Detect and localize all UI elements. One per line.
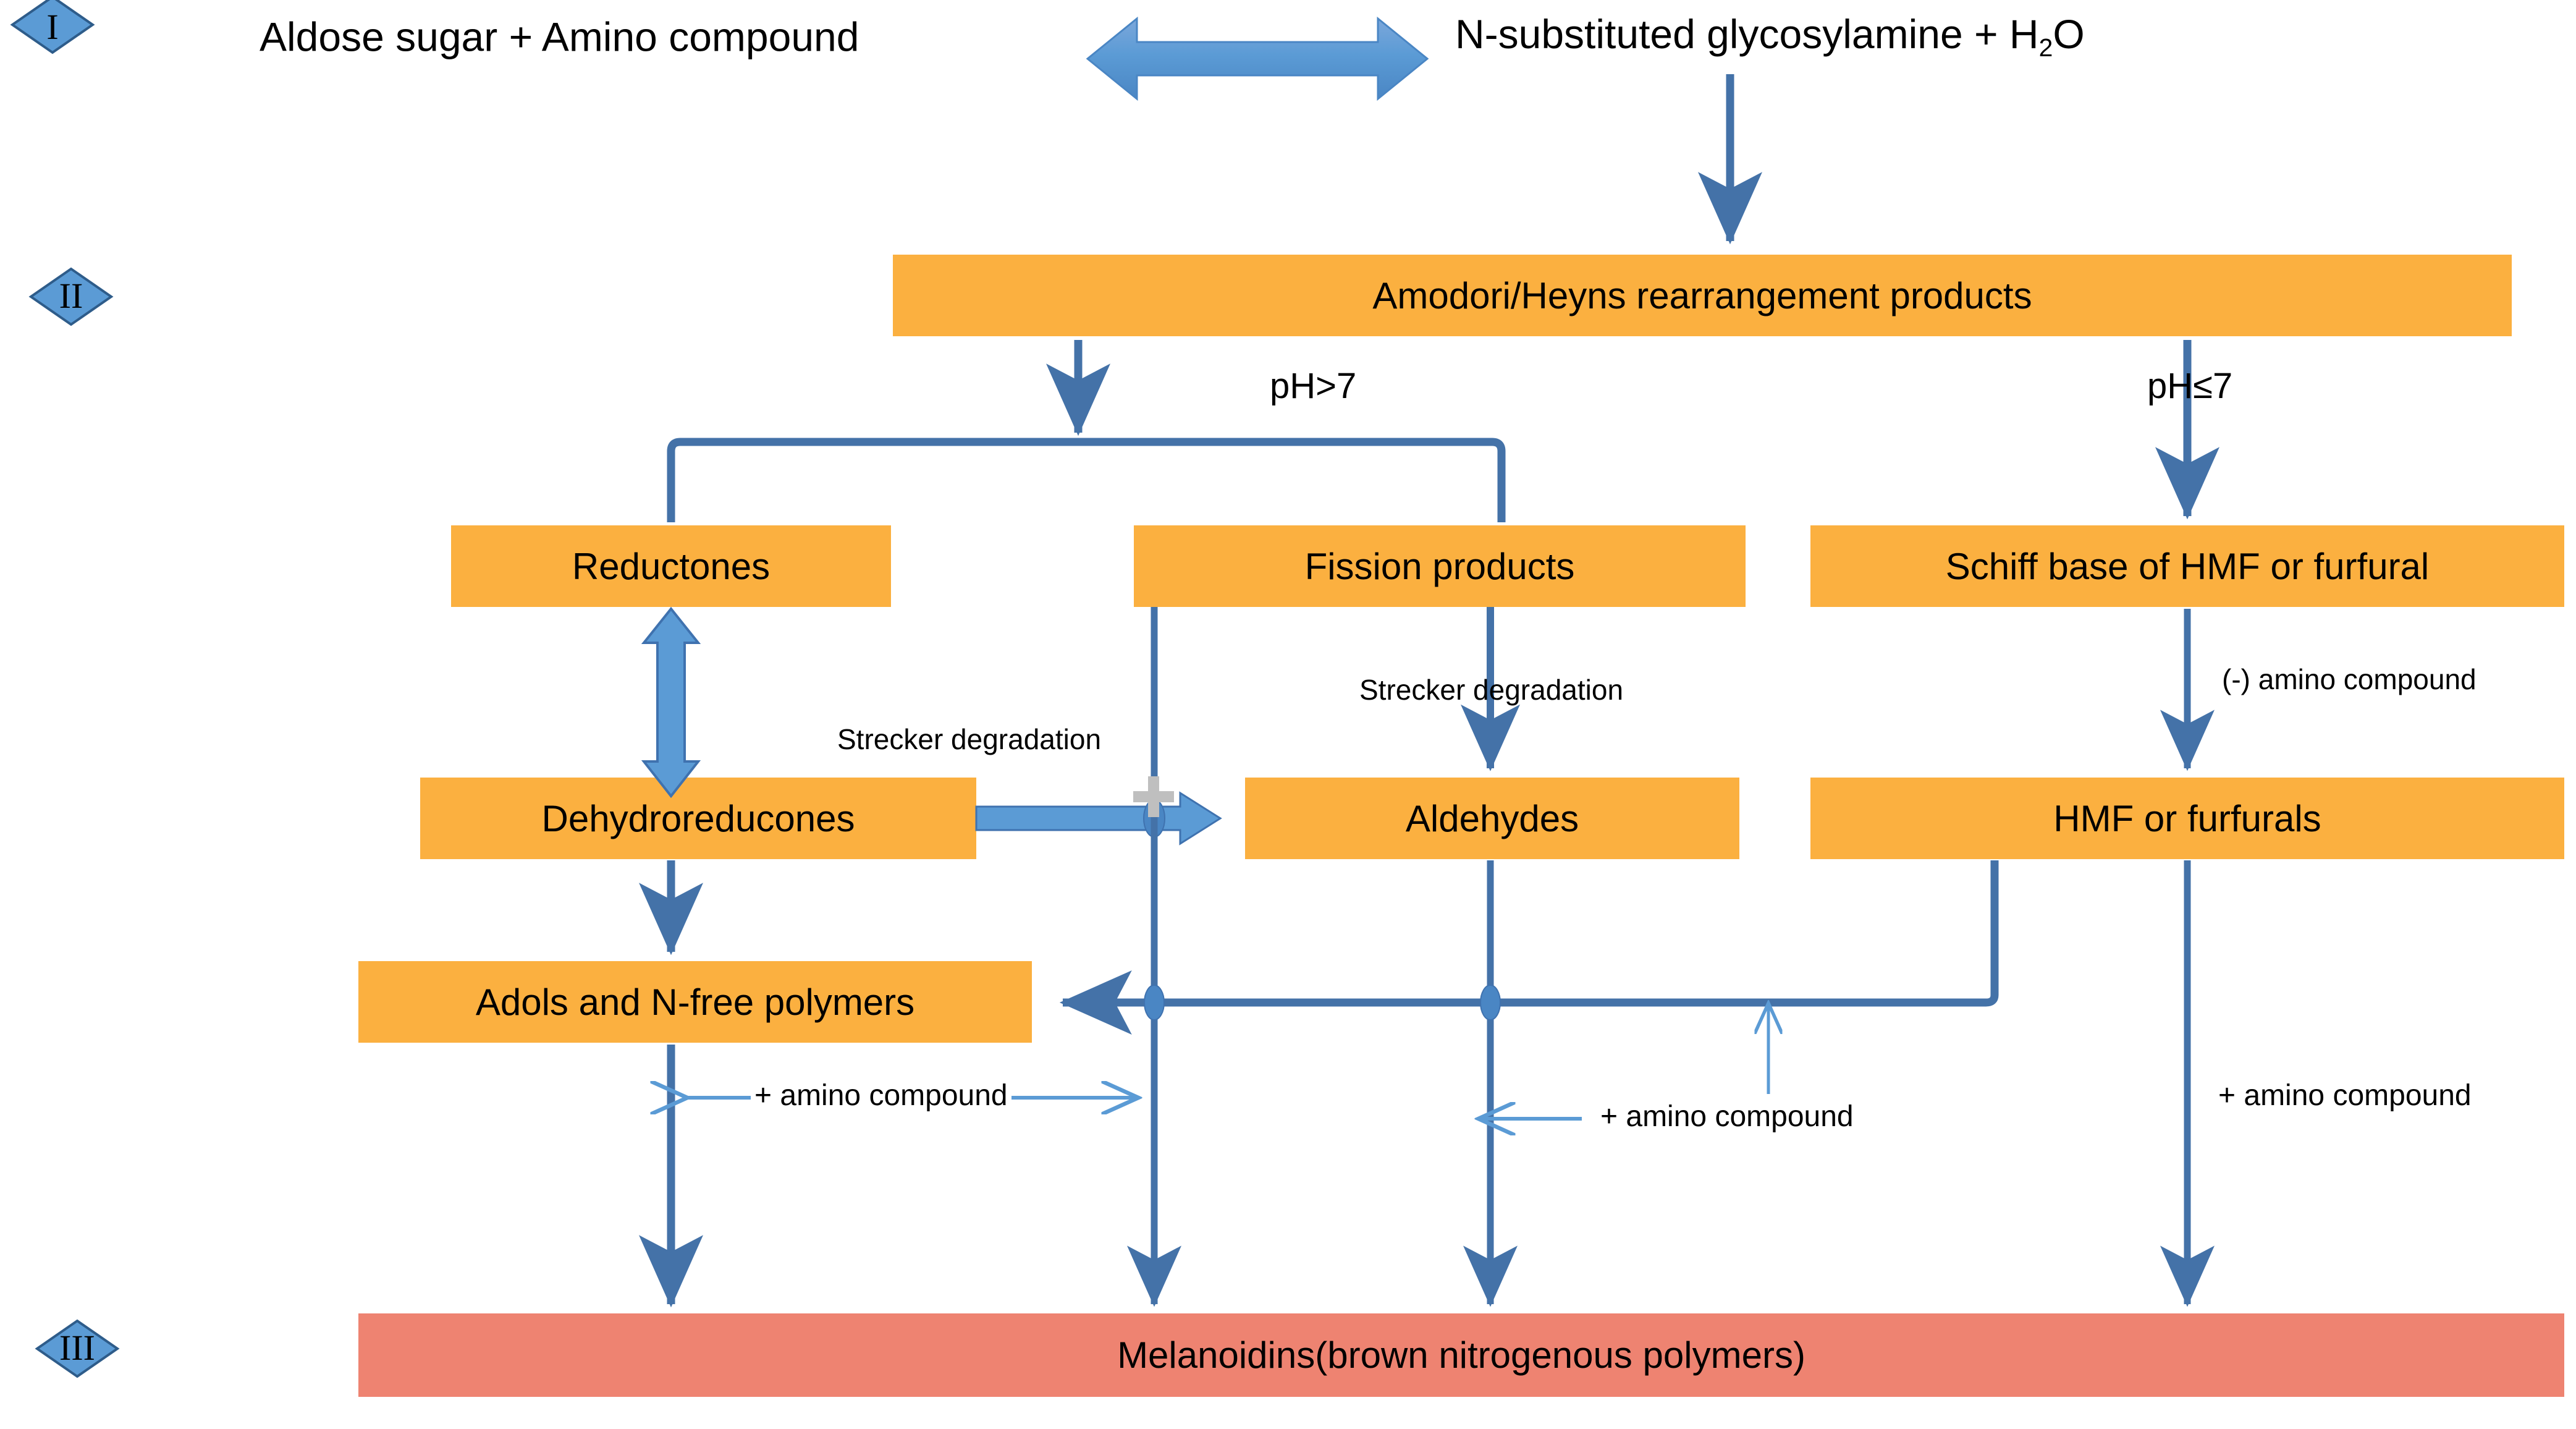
equation-right-tail: O [2053,11,2085,57]
box-label-melanoidins: Melanoidins(brown nitrogenous polymers) [1117,1334,1805,1376]
stage-label-II: II [59,275,83,316]
box-label-hmf: HMF or furfurals [2053,797,2321,839]
return-bus-to-adols [1059,860,1999,1035]
edge-label-ph-high: pH>7 [1270,366,1357,406]
block-arrow-dehydro-to-aldehydes [975,791,1222,846]
junction-dot-right [1480,985,1501,1020]
box-adols [358,961,1032,1043]
edge-label-strecker-mid: Strecker degradation [1359,674,1624,706]
double-headed-block-arrow [1086,16,1429,101]
box-label-dehydro: Dehydroreducones [541,797,855,839]
edge-label-plus-amino-2: + amino compound [1600,1100,1854,1133]
stage-diamond-III [35,1319,120,1378]
box-label-reductones: Reductones [572,545,771,587]
box-label-adols: Adols and N-free polymers [475,981,915,1023]
box-label-aldehydes: Aldehydes [1405,797,1579,839]
box-label-schiff: Schiff base of HMF or furfural [1945,545,2430,587]
edge-label-minus-amino: (-) amino compound [2222,663,2477,695]
stage-diamond-II [28,267,114,326]
box-amadori [893,255,2512,336]
box-label-amadori: Amodori/Heyns rearrangement products [1372,274,2032,316]
box-aldehydes [1245,778,1739,859]
edge-label-strecker-left: Strecker degradation [837,723,1102,755]
box-melanoidins [358,1313,2564,1397]
equation-right-terms: N-substituted glycosylamine + H2O [1455,11,2085,62]
equation-right-subscript: 2 [2038,33,2053,62]
equation-left-terms: Aldose sugar + Amino compound [260,14,859,60]
box-schiff [1810,525,2564,607]
block-arrow-reductones-dehydro [641,606,701,799]
stage-diamond-I [10,0,95,54]
edge-label-plus-amino-1: + amino compound [751,1080,1011,1112]
equation-right-main: N-substituted glycosylamine + H [1455,11,2039,57]
box-hmf [1810,778,2564,859]
box-label-fission: Fission products [1304,545,1575,587]
edge-label-ph-low: pH≤7 [2147,366,2233,406]
junction-dot-left [1144,985,1165,1020]
stage-label-I: I [46,6,59,47]
box-dehydro [420,778,976,859]
edge-label-plus-amino-3: + amino compound [2218,1079,2472,1112]
box-reductones [451,525,891,607]
distributor-bus [667,438,1506,522]
stage-label-III: III [59,1327,95,1368]
plus-sign-icon [1133,776,1174,817]
box-fission [1134,525,1746,607]
